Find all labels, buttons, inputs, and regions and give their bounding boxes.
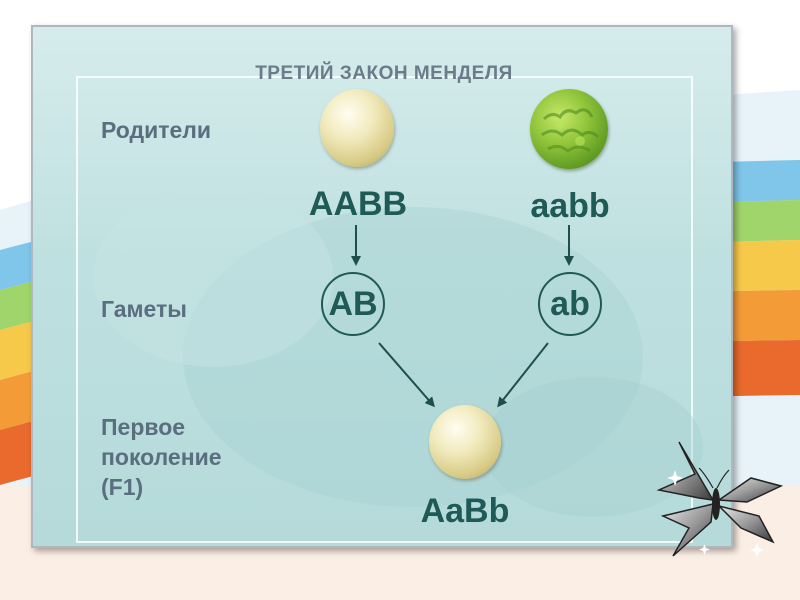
butterfly-icon [656,441,784,557]
label-parents: Родители [101,117,212,143]
arrow-left-gamete-to-offspring [378,342,435,408]
wrinkle-texture [541,108,600,153]
gamete-left: AB [321,272,385,336]
yellow-smooth-pea-parent [320,89,394,167]
gamete-right: ab [538,272,602,336]
label-gametes: Гаметы [101,296,187,322]
diagram-title: ТРЕТИЙ ЗАКОН МЕНДЕЛЯ [255,63,513,84]
parent-right-genotype: aabb [530,187,610,225]
yellow-smooth-pea-offspring [429,405,501,479]
label-first-generation-line2: поколение [101,444,222,470]
arrow-right-gamete-to-offspring [497,342,549,408]
green-wrinkled-pea-parent [530,89,608,169]
slide-panel: ТРЕТИЙ ЗАКОН МЕНДЕЛЯ Родители Гаметы Пер… [31,25,733,548]
offspring-genotype: AaBb [420,492,510,530]
label-first-generation-line1: Первое [101,414,186,440]
label-first-generation: Первое поколение (F1) [101,412,222,502]
label-first-generation-line3: (F1) [101,474,144,500]
arrows-layer [351,225,574,408]
parent-left-genotype: AABB [308,185,408,223]
panel-background [76,76,703,543]
